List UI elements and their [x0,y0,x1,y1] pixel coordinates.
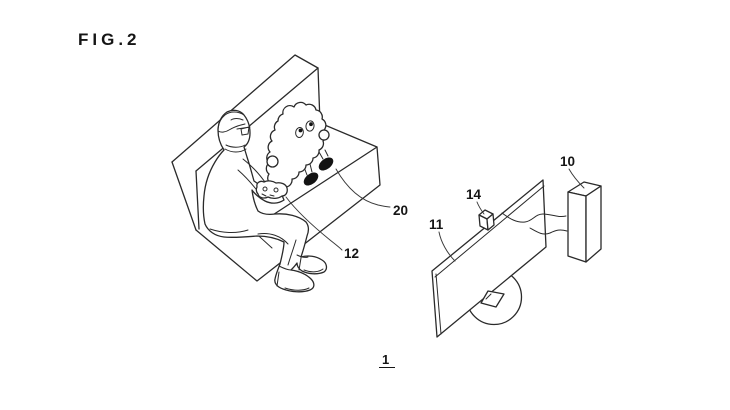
couch-backrest-inner-edge [195,67,319,172]
label-input-device: 12 [344,246,359,261]
figure-title: FIG.2 [78,30,141,49]
couch [171,54,381,282]
person-leg-separation-lines [257,233,297,266]
label-console: 10 [560,154,575,169]
couch-backrest-top-edge [171,54,321,163]
cable-upper [501,212,567,223]
label-display: 11 [429,217,444,232]
person-hand-lines [261,193,275,197]
person-glasses [236,126,251,136]
person-shoe-sole-lines [284,268,324,291]
couch-left-outer-edge [171,161,197,231]
person-hair-line [230,118,244,121]
leader-line-12 [285,196,343,251]
robot-eye-right [305,120,315,132]
person-jacket-hem [209,228,249,233]
game-controller [255,180,288,200]
robot-companion [265,101,334,195]
couch-seat-outline [195,122,381,282]
leader-line-14 [476,201,485,215]
robot-eye-left [295,127,304,138]
reference-annotations: 20 12 14 11 10 1 [285,154,585,368]
seated-person [202,109,328,293]
tv-setup [431,179,602,338]
tv-screen [431,179,547,338]
robot-legs [303,149,329,176]
leader-line-11 [438,231,456,262]
tv-bezel-lines [434,185,545,335]
person-trouser-cuffs [278,254,309,271]
tv-stand-neck-detail [485,293,492,300]
robot-hand [266,155,279,168]
label-camera: 14 [466,187,482,202]
leader-line-20 [335,168,391,208]
person-turtleneck-collar [224,144,247,153]
console-side-face [585,185,602,263]
figure-number: 1 [382,352,389,367]
robot-pupil-right [309,122,313,127]
person-hair [217,111,246,133]
label-robot: 20 [393,203,408,218]
robot-foot-left [303,172,319,186]
leader-line-10 [568,168,585,189]
robot-ear-bump [318,129,330,141]
person-shoe-heel-lines [276,257,302,287]
controller-button-right [273,187,279,193]
robot-foot-right [318,157,334,171]
cable-lower [529,227,568,235]
couch-seat-front-top-edge [261,146,378,223]
robot-body [265,101,327,195]
camera-side-face [486,213,495,231]
controller-button-left [262,186,268,192]
console-front-face [567,191,587,263]
couch-left-inner-edge [195,170,200,230]
tv-stand-neck [480,290,505,308]
robot-pupil-left [298,128,303,133]
